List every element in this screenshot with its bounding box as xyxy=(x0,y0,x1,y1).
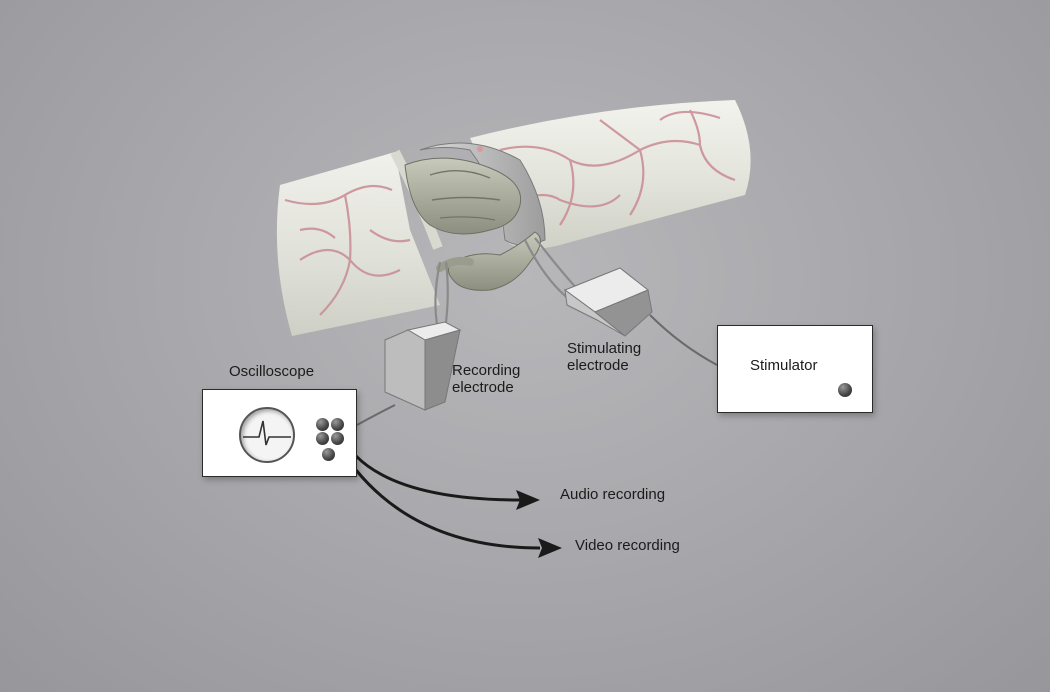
knob-icon xyxy=(322,448,335,461)
audio-arrow xyxy=(356,456,540,510)
stimulator-label: Stimulator xyxy=(750,357,818,374)
knob-icon xyxy=(838,383,852,397)
video-arrow xyxy=(356,470,562,558)
knob-icon xyxy=(316,432,329,445)
recording-label-line2: electrode xyxy=(452,379,520,396)
stimulating-label-line1: Stimulating xyxy=(567,340,641,357)
waveform-icon xyxy=(241,409,293,461)
recording-electrode-label: Recording electrode xyxy=(452,362,520,396)
recording-label-line1: Recording xyxy=(452,362,520,379)
video-recording-label: Video recording xyxy=(575,537,680,554)
oscilloscope-label: Oscilloscope xyxy=(229,363,314,380)
knob-icon xyxy=(316,418,329,431)
knob-icon xyxy=(331,418,344,431)
audio-recording-label: Audio recording xyxy=(560,486,665,503)
oscilloscope-screen xyxy=(239,407,295,463)
stimulating-electrode-label: Stimulating electrode xyxy=(567,340,641,374)
knob-icon xyxy=(331,432,344,445)
stimulating-electrode xyxy=(565,268,652,336)
stimulator-box: Stimulator xyxy=(717,325,873,413)
oscilloscope-box xyxy=(202,389,357,477)
stimulating-label-line2: electrode xyxy=(567,357,641,374)
recording-electrode xyxy=(385,322,460,410)
